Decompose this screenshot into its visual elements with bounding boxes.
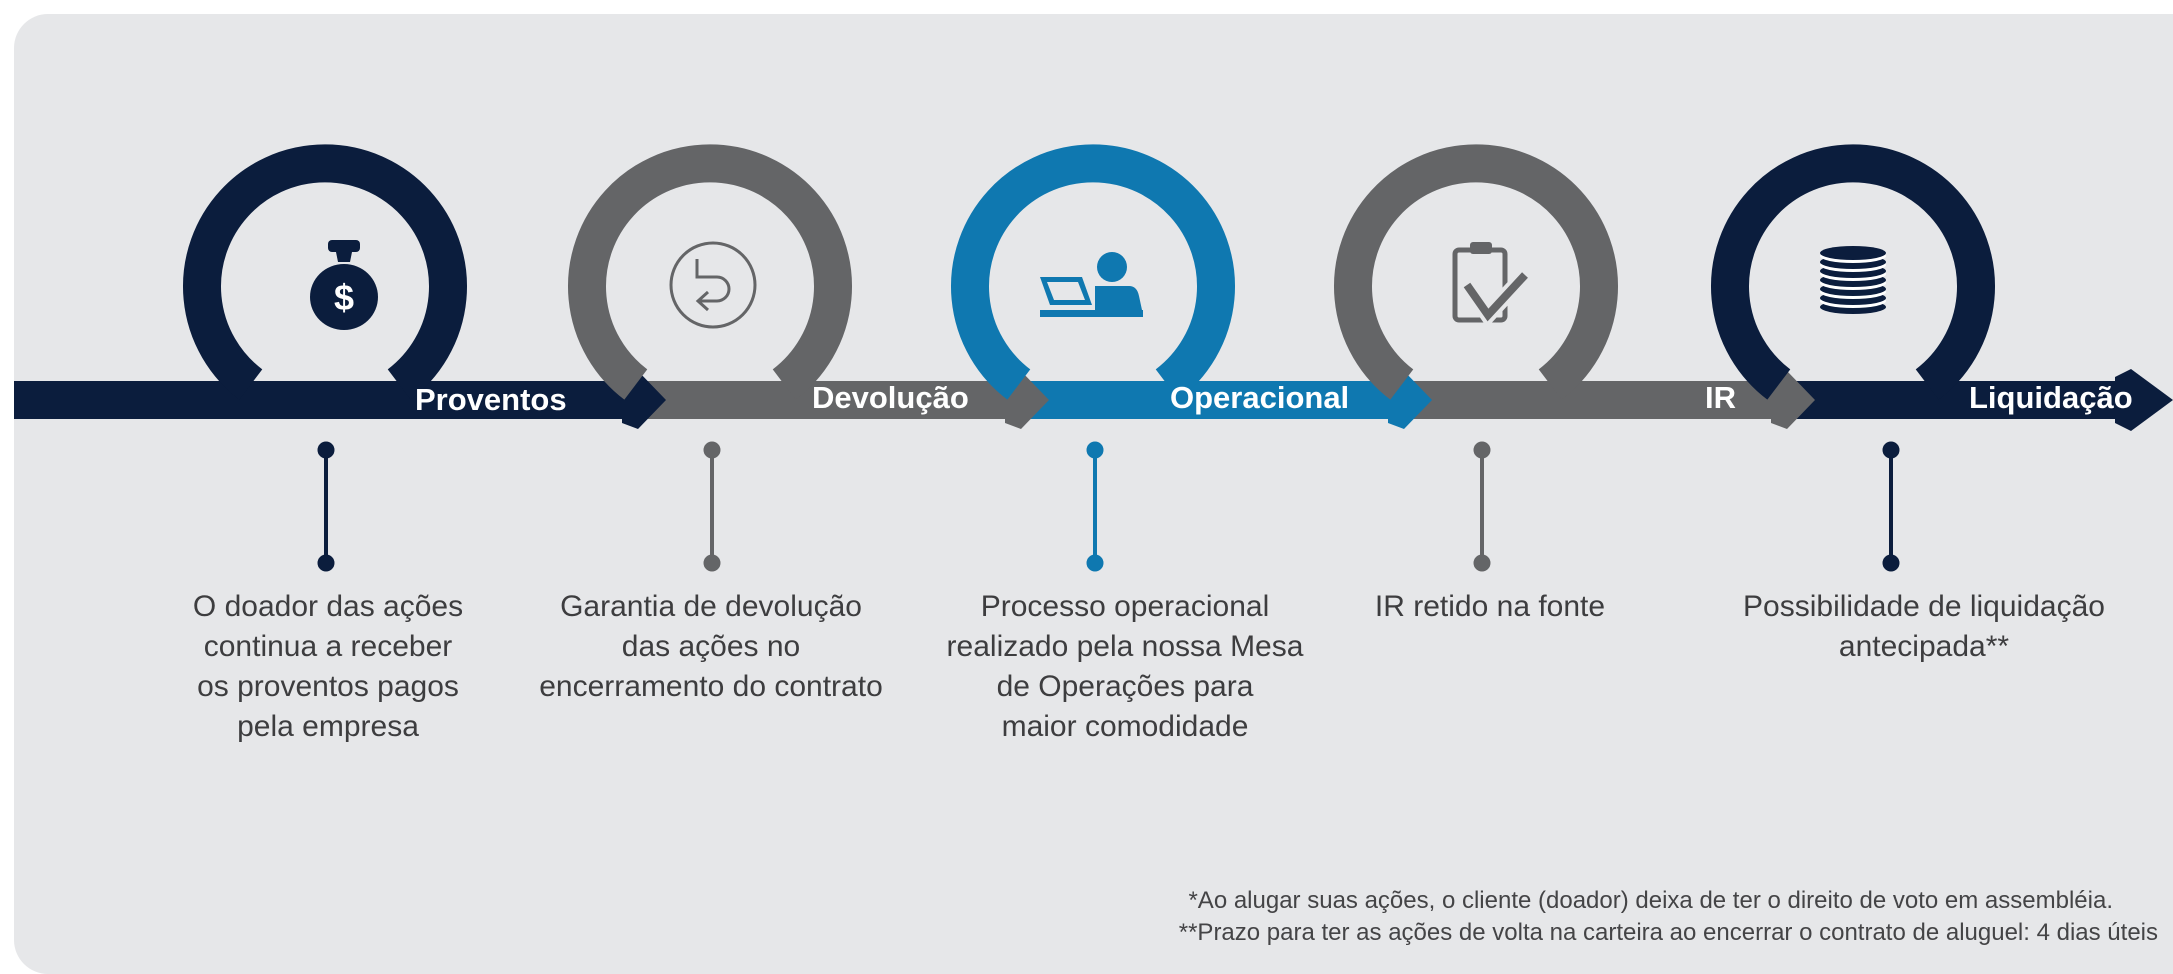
- return-arrow-icon: [669, 241, 757, 329]
- money-bag-icon: $: [310, 240, 378, 330]
- step-description-devolucao: Garantia de devolução das ações no encer…: [521, 587, 901, 707]
- timeline-segment-proventos: [14, 381, 642, 419]
- description-line: das ações no: [621, 630, 801, 663]
- footnote-settlement: **Prazo para ter as ações de volta na ca…: [1178, 919, 2158, 946]
- clipboard-check-icon: [1452, 242, 1531, 328]
- loop-proventos: [183, 144, 467, 400]
- timeline-segment-operacional: [1023, 381, 1408, 419]
- step-label-operacional: Operacional: [1170, 380, 1350, 415]
- coin-stack-icon: [1820, 246, 1886, 314]
- footnote-voting: *Ao alugar suas ações, o cliente (doador…: [1188, 887, 2113, 914]
- description-line: IR retido na fonte: [1374, 590, 1606, 623]
- timeline-arrow-4: [1771, 371, 1815, 429]
- description-line: Processo operacional: [980, 590, 1270, 623]
- loop-operacional: [951, 144, 1235, 400]
- step-label-liquidacao: Liquidação: [1969, 380, 2133, 415]
- step-description-operacional: Processo operacional realizado pela noss…: [935, 587, 1315, 747]
- description-line: maior comodidade: [1001, 710, 1249, 743]
- connector-ir: [1473, 441, 1491, 572]
- description-line: antecipada**: [1838, 630, 2010, 663]
- description-line: continua a receber: [203, 630, 453, 663]
- step-description-liquidacao: Possibilidade de liquidação antecipada**: [1714, 587, 2134, 667]
- step-label-proventos: Proventos: [415, 382, 567, 417]
- description-line: Possibilidade de liquidação: [1743, 590, 2105, 623]
- timeline-segment-liquidacao: [1789, 381, 2129, 419]
- connector-liquidacao: [1882, 441, 1900, 572]
- connector-devolucao: [703, 441, 721, 572]
- svg-text:$: $: [334, 277, 354, 318]
- timeline-segment-devolucao: [640, 381, 1025, 419]
- description-line: O doador das ações: [192, 590, 464, 623]
- description-line: pela empresa: [237, 710, 419, 743]
- timeline-segment-ir: [1406, 381, 1791, 419]
- description-line: os proventos pagos: [197, 670, 459, 703]
- description-line: encerramento do contrato: [539, 670, 883, 703]
- loop-liquidacao: [1711, 144, 1995, 400]
- connector-proventos: [317, 441, 335, 572]
- step-description-proventos: O doador das ações continua a receber os…: [138, 587, 518, 747]
- description-line: de Operações para: [996, 670, 1254, 703]
- step-label-ir: IR: [1705, 380, 1736, 415]
- connector-operacional: [1086, 441, 1104, 572]
- timeline-arrow-end: [2115, 369, 2173, 431]
- operator-desk-icon: [1040, 252, 1143, 317]
- step-label-devolucao: Devolução: [812, 380, 969, 415]
- description-line: realizado pela nossa Mesa: [946, 630, 1304, 663]
- loop-devolucao: [568, 144, 852, 400]
- loop-ir: [1334, 144, 1618, 400]
- step-description-ir: IR retido na fonte: [1300, 587, 1680, 627]
- description-line: Garantia de devolução: [560, 590, 862, 623]
